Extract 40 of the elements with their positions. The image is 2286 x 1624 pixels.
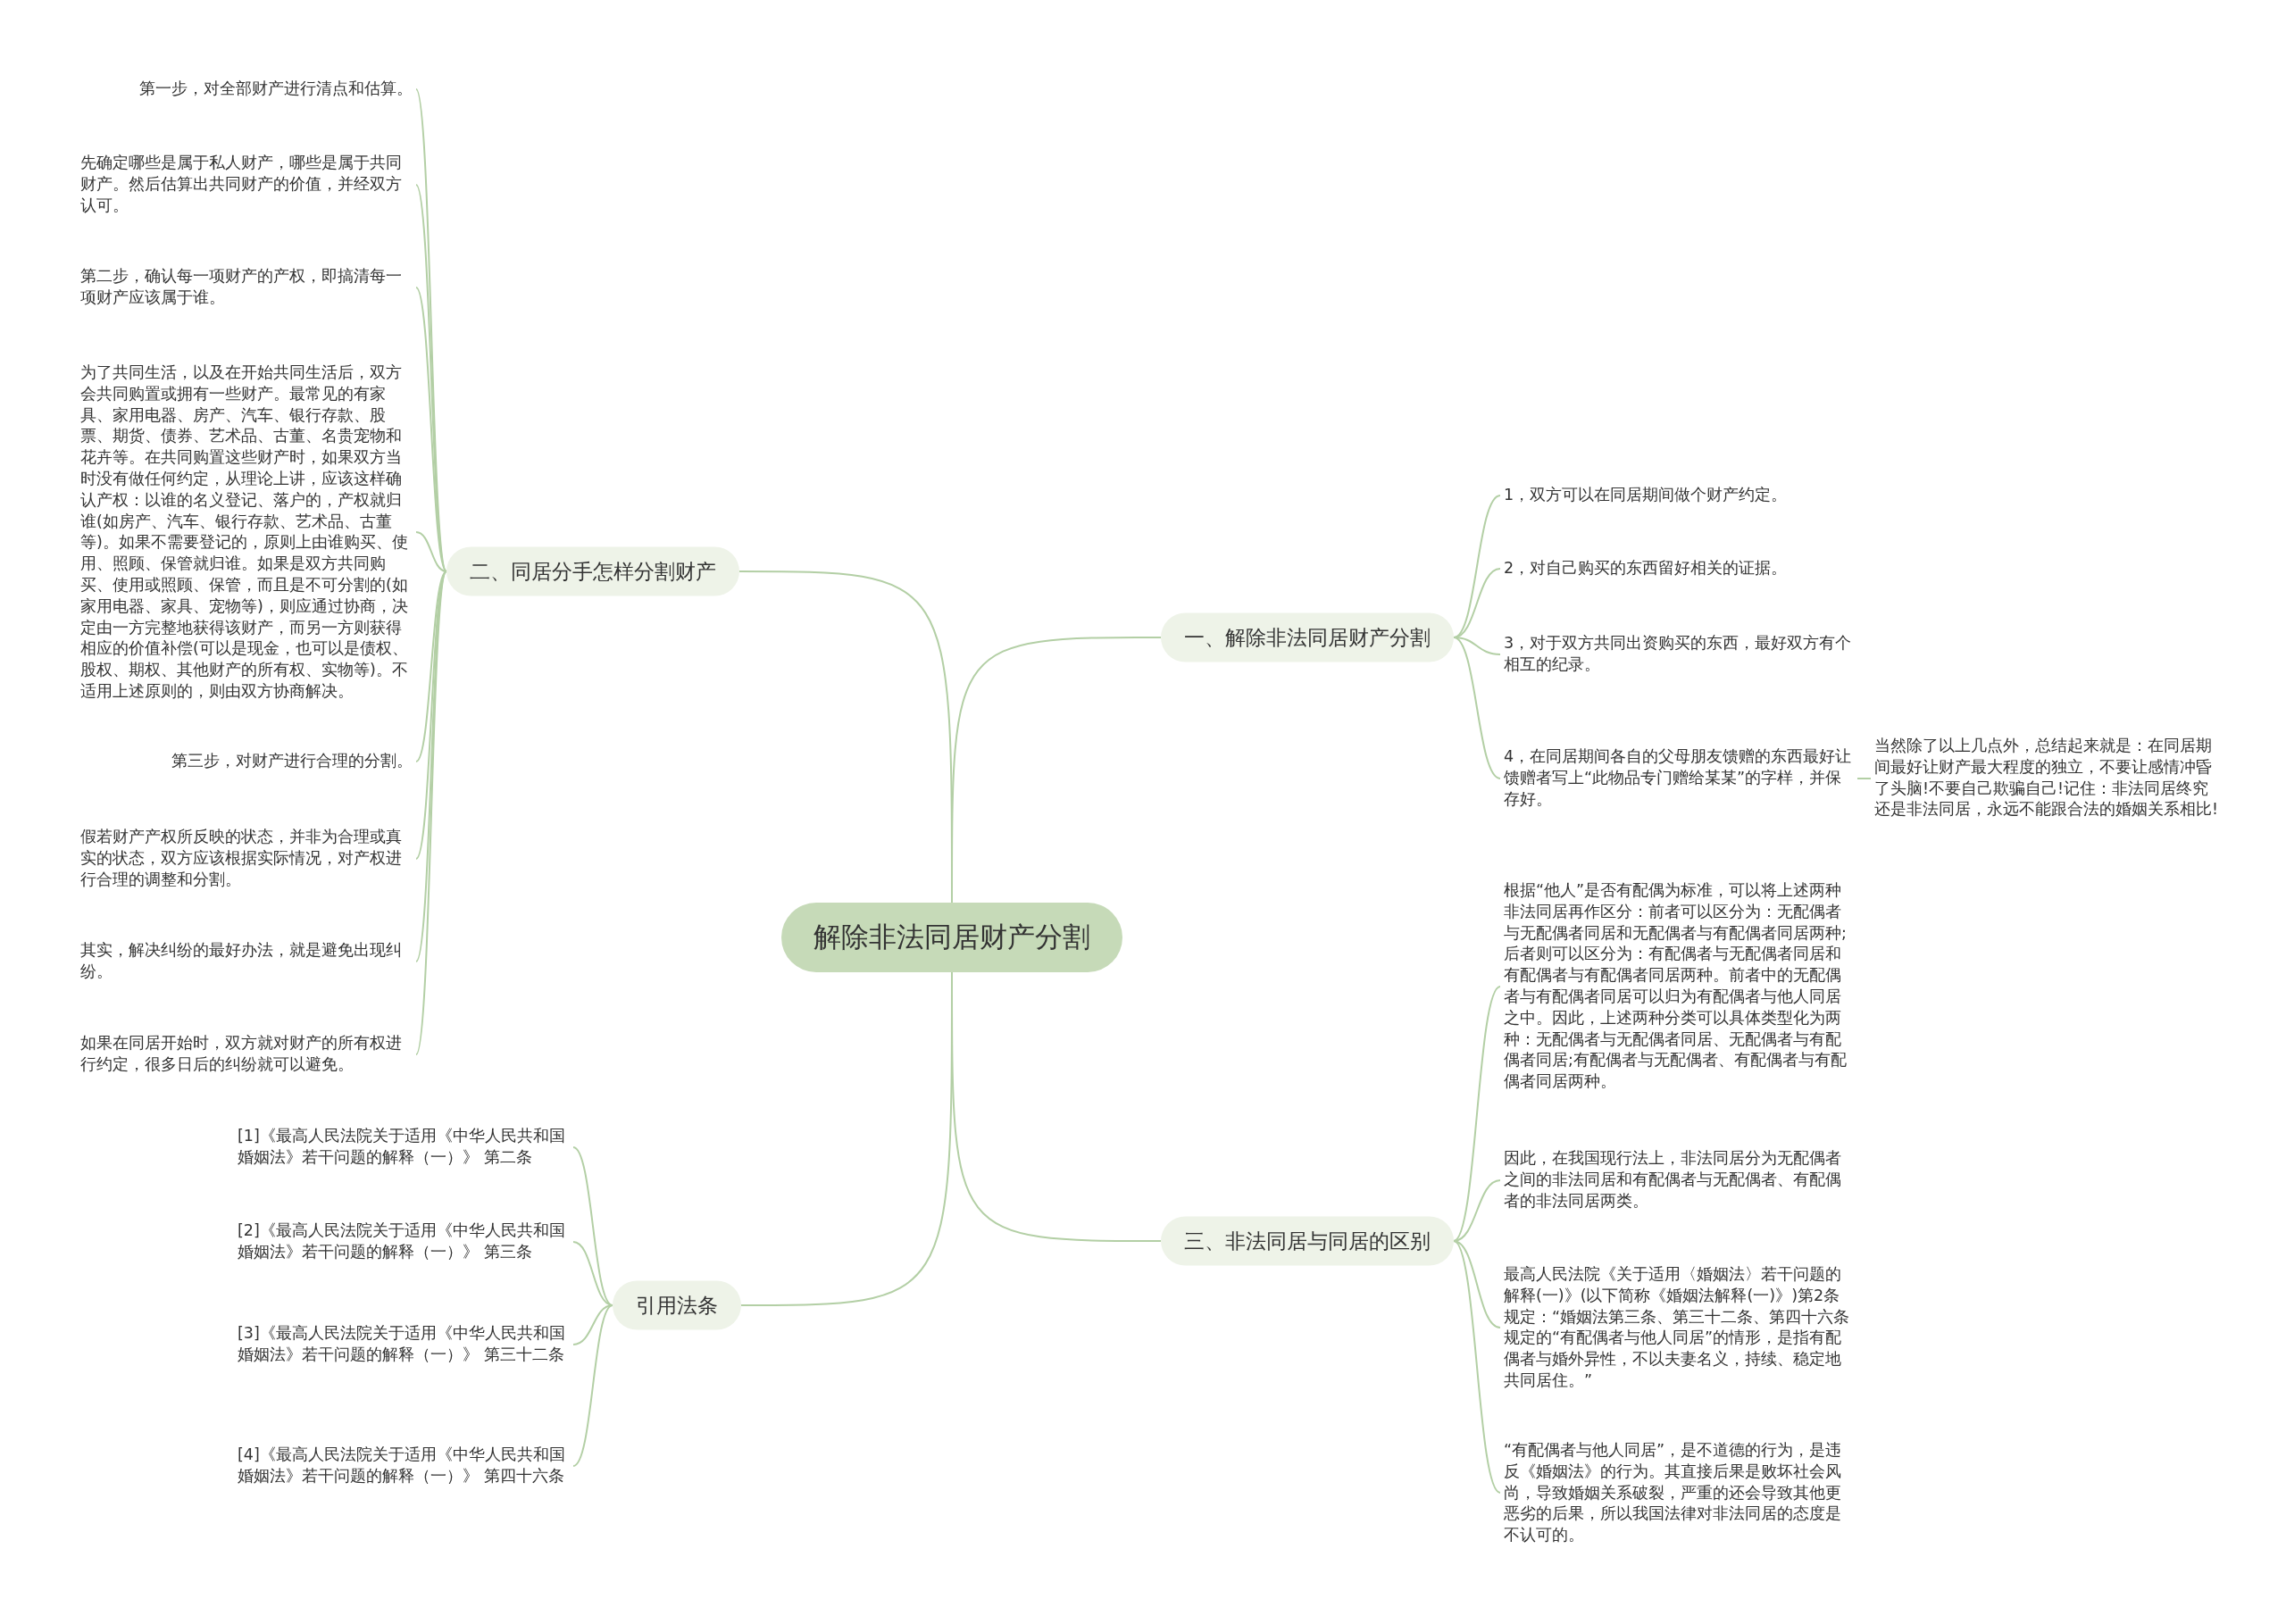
topic-text: 因此，在我国现行法上，非法同居分为无配偶者之间的非法同居和有配偶者与无配偶者、有配偶者的非法同居两类。: [1500, 1146, 1857, 1214]
connector-line: [572, 1304, 613, 1467]
topic-text: 当然除了以上几点外，总结起来就是：在同居期间最好让财产最大程度的独立，不要让感情冲昏了头脑!不要自己欺骗自己!记住：非法同居终究还是非法同居，永远不能跟合法的婚姻关系相比!: [1871, 734, 2228, 823]
topic-text: [4]《最高人民法院关于适用《中华人民共和国婚姻法》若干问题的解释（一）》 第四十六条: [234, 1443, 573, 1489]
connector-line: [415, 570, 447, 762]
connector-line: [1453, 637, 1501, 779]
connector-line: [1453, 1240, 1501, 1494]
topic-text: 1，双方可以在同居期间做个财产约定。: [1500, 483, 1791, 508]
topic-text: 先确定哪些是属于私人财产，哪些是属于共同财产。然后估算出共同财产的价值，并经双方认可。: [77, 151, 416, 219]
connector-line: [1453, 495, 1501, 638]
branch-topic: 引用法条: [613, 1280, 741, 1330]
topic-text: 2，对自己购买的东西留好相关的证据。: [1500, 556, 1791, 581]
topic-text: [1]《最高人民法院关于适用《中华人民共和国婚姻法》若干问题的解释（一）》 第二条: [234, 1124, 573, 1170]
topic-text: 最高人民法院《关于适用〈婚姻法〉若干问题的解释(一)》(以下简称《婚姻法解释(一)》)第2条规定：“婚姻法第三条、第三十二条、第四十六条规定的“有配偶者与他人同居”的情形，是指有配偶者与婚外异性，不以夫妻名义，持续、稳定地共同居住。”: [1500, 1262, 1857, 1394]
topic-text: 第二步，确认每一项财产的产权，即搞清每一项财产应该属于谁。: [77, 264, 416, 311]
connector-line: [415, 184, 447, 572]
topic-text: 为了共同生活，以及在开始共同生活后，双方会共同购置或拥有一些财产。最常见的有家具、家用电器、房产、汽车、银行存款、股票、期货、债券、艺术品、古董、名贵宠物和花卉等。在共同购置这些财产时，如果双方当时没有做任何约定，从理论上讲，应该这样确认产权：以谁的名义登记、落户的，产权就归谁(如房产、汽车、银行存款、艺术品、古董等)。如果不需要登记的，原则上由谁购买、使用、照顾、保管就归谁。如果是双方共同购买、使用或照顾、保管，而且是不可分割的(如家用电器、家具、宠物等)，则应通过协商，决定由一方完整地获得该财产，而另一方则获得相应的价值补偿(可以是现金，也可以是债权、股权、期权、其他财产的所有权、实物等)。不适用上述原则的，则由双方协商解决。: [77, 360, 416, 704]
central-topic: 解除非法同居财产分割: [781, 903, 1122, 972]
topic-text: 第三步，对财产进行合理的分割。: [168, 749, 416, 774]
connector-line: [1453, 1240, 1501, 1328]
topic-text: 假若财产产权所反映的状态，并非为合理或真实的状态，双方应该根据实际情况，对产权进行合理的调整和分割。: [77, 825, 416, 893]
topic-text: 4，在同居期间各自的父母朋友馈赠的东西最好让馈赠者写上“此物品专门赠给某某”的字样，并保存好。: [1500, 745, 1857, 812]
branch-topic: 二、同居分手怎样分割财产: [446, 546, 739, 596]
connector-line: [415, 570, 447, 1055]
topic-text: 根据“他人”是否有配偶为标准，可以将上述两种非法同居再作区分：前者可以区分为：无配偶者与无配偶者同居和无配偶者与有配偶者同居两种;后者则可以区分为：有配偶者与无配偶者同居和有配偶者与有配偶者同居两种。前者中的无配偶者与有配偶者同居可以归为有配偶者与他人同居之中。因此，上述两种分类可以具体类型化为两种：无配偶者与无配偶者同居、无配偶者与有配偶者同居;有配偶者与无配偶者、有配偶者与有配偶者同居两种。: [1500, 879, 1857, 1095]
connector-line: [572, 1241, 613, 1306]
topic-text: [3]《最高人民法院关于适用《中华人民共和国婚姻法》若干问题的解释（一）》 第三十二条: [234, 1321, 573, 1368]
connector-line: [1856, 778, 1872, 779]
topic-text: “有配偶者与他人同居”，是不道德的行为，是违反《婚姻法》的行为。其直接后果是败坏社会风尚，导致婚姻关系破裂，严重的还会导致其他更恶劣的后果，所以我国法律对非法同居的态度是不认可的。: [1500, 1437, 1857, 1548]
topic-text: [2]《最高人民法院关于适用《中华人民共和国婚姻法》若干问题的解释（一）》 第三条: [234, 1219, 573, 1265]
topic-text: 其实，解决纠纷的最好办法，就是避免出现纠纷。: [77, 938, 416, 985]
branch-topic: 一、解除非法同居财产分割: [1161, 612, 1454, 662]
topic-text: 如果在同居开始时，双方就对财产的所有权进行约定，很多日后的纠纷就可以避免。: [77, 1031, 416, 1078]
topic-text: 第一步，对全部财产进行清点和估算。: [136, 77, 416, 102]
branch-topic: 三、非法同居与同居的区别: [1161, 1216, 1454, 1266]
connector-line: [415, 531, 447, 572]
topic-text: 3，对于双方共同出资购买的东西，最好双方有个相互的纪录。: [1500, 631, 1857, 678]
connector-line: [572, 1304, 613, 1345]
connector-line: [415, 287, 447, 572]
connector-line: [1453, 986, 1501, 1242]
